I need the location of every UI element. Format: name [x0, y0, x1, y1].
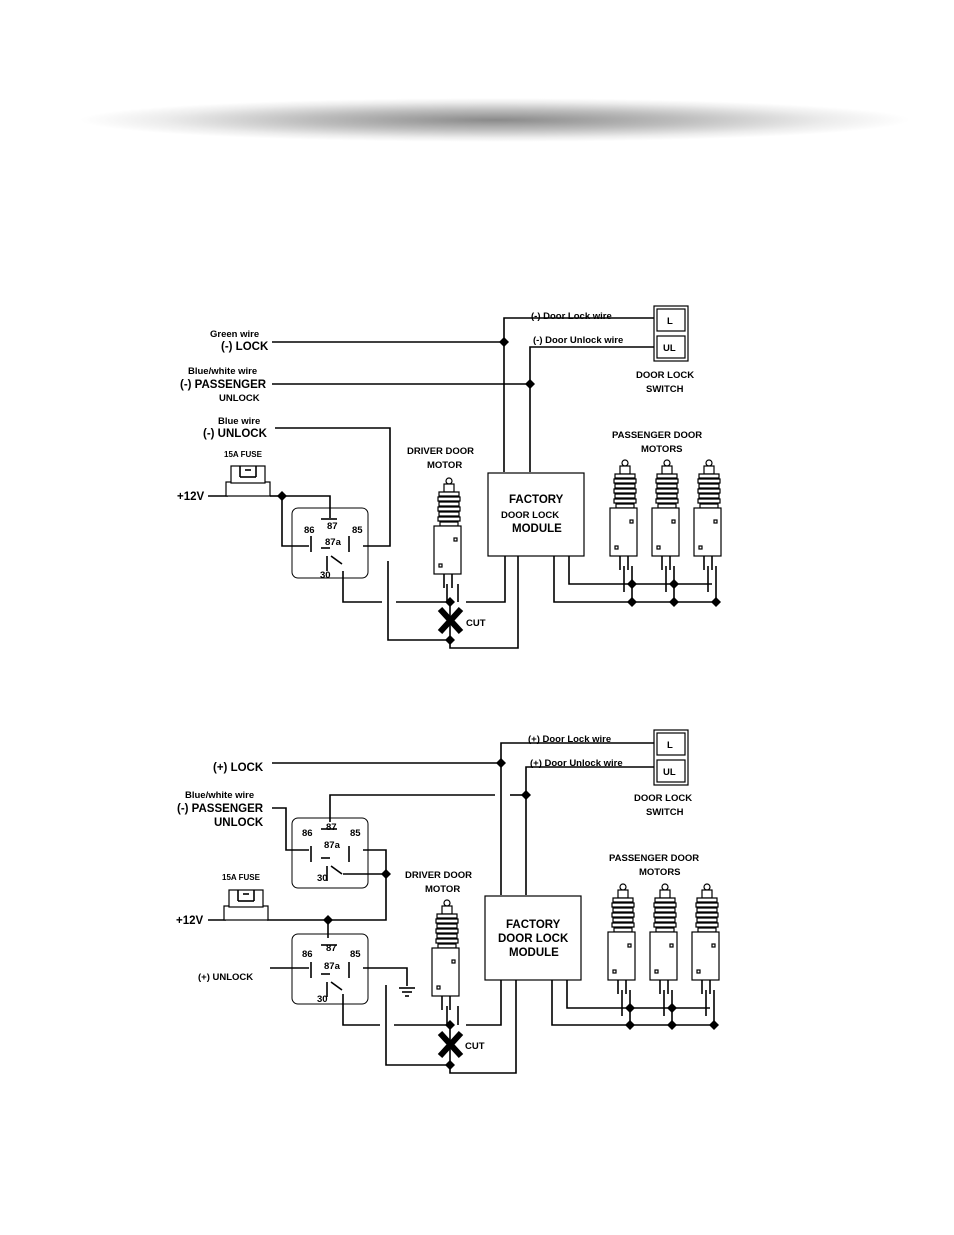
- relay-top-pin-87a: 87a: [324, 840, 341, 851]
- module-label-3: MODULE: [512, 523, 562, 535]
- fuse-icon-2: [223, 889, 269, 921]
- relay-pin-87: 87: [327, 521, 338, 532]
- relay-bottom-pin-87: 87: [326, 943, 337, 954]
- switch-title-1: DOOR LOCK: [636, 370, 694, 381]
- relay-pin-30: 30: [320, 570, 331, 581]
- passenger-motor-2-icon: [651, 459, 680, 571]
- unlock-label: (-) UNLOCK: [203, 428, 268, 440]
- diagram-1: 86 87 85 87a 30 15A FUSE DRIVER DOOR MOT…: [177, 305, 722, 649]
- module-2-label-2: DOOR LOCK: [498, 933, 569, 945]
- switch-2-title-1: DOOR LOCK: [634, 793, 692, 804]
- lock-label-2: (+) LOCK: [213, 762, 264, 774]
- passenger-unlock-label-2: UNLOCK: [214, 817, 264, 829]
- cut-label: CUT: [466, 618, 486, 629]
- green-wire-label: Green wire: [210, 329, 259, 340]
- switch-ul-label: UL: [663, 343, 676, 354]
- switch-2-l-label: L: [667, 740, 673, 751]
- passenger-motor-2-1-icon: [607, 883, 636, 995]
- passenger-motors-label-2: MOTORS: [641, 444, 683, 455]
- driver-motor-label-2: MOTOR: [427, 460, 462, 471]
- passenger-motor-3-icon: [693, 459, 722, 571]
- cut-label-2: CUT: [465, 1041, 485, 1052]
- driver-motor-label-1: DRIVER DOOR: [407, 446, 474, 457]
- driver-motor-label-2a: DRIVER DOOR: [405, 870, 472, 881]
- module-2-label-3: MODULE: [509, 947, 559, 959]
- door-lock-wire-label-2: (+) Door Lock wire: [528, 734, 611, 745]
- passenger-unlock-label: UNLOCK: [219, 393, 260, 404]
- module-2-label-1: FACTORY: [506, 919, 561, 931]
- fuse-label: 15A FUSE: [224, 450, 263, 459]
- passenger-label: (-) PASSENGER: [180, 379, 267, 391]
- driver-door-motor-icon: [433, 477, 462, 589]
- factory-door-lock-module: [487, 472, 585, 557]
- passenger-motors-label-2a: PASSENGER DOOR: [609, 853, 699, 864]
- diagram-2: 86 87 85 87a 30 86 87 85 87a 30 15A FUSE…: [176, 729, 720, 1074]
- relay-pin-85: 85: [352, 525, 363, 536]
- relay-top-pin-85: 85: [350, 828, 361, 839]
- door-unlock-wire-label-2: (+) Door Unlock wire: [530, 758, 623, 769]
- door-unlock-wire-label: (-) Door Unlock wire: [533, 335, 623, 346]
- module-label-2: DOOR LOCK: [501, 510, 559, 521]
- switch-2-ul-label: UL: [663, 767, 676, 778]
- relay-top-pin-87: 87: [326, 822, 337, 833]
- 12v-label: +12V: [177, 491, 205, 503]
- factory-door-lock-module-2: [484, 895, 582, 981]
- door-unlock-wire: [529, 346, 654, 472]
- passenger-motors-label-2b: MOTORS: [639, 867, 681, 878]
- passenger-motor-2-2-icon: [649, 883, 678, 995]
- relay-pin-86: 86: [304, 525, 315, 536]
- relay-top-pin-86: 86: [302, 828, 313, 839]
- relay-bottom-pin-87a: 87a: [324, 961, 341, 972]
- relay-bottom-pin-86: 86: [302, 949, 313, 960]
- header-gradient-bar: [80, 98, 910, 142]
- lock-label: (-) LOCK: [221, 341, 269, 353]
- relay-bottom-pin-85: 85: [350, 949, 361, 960]
- blue-white-wire-label-2: Blue/white wire: [185, 790, 254, 801]
- unlock-label-2: (+) UNLOCK: [198, 972, 253, 983]
- fuse-icon: [225, 465, 271, 497]
- blue-wire-label: Blue wire: [218, 416, 260, 427]
- door-lock-wire: [503, 317, 654, 472]
- door-lock-wire-label: (-) Door Lock wire: [531, 311, 612, 322]
- fuse-label-2: 15A FUSE: [222, 873, 261, 882]
- 12v-label-2: +12V: [176, 915, 204, 927]
- module-label-1: FACTORY: [509, 494, 564, 506]
- passenger-motor-2-3-icon: [691, 883, 720, 995]
- relay-pin-87a: 87a: [325, 537, 342, 548]
- switch-2-title-2: SWITCH: [646, 807, 684, 818]
- passenger-label-2: (-) PASSENGER: [177, 803, 264, 815]
- switch-l-label: L: [667, 316, 673, 327]
- blue-white-wire-label: Blue/white wire: [188, 366, 257, 377]
- driver-door-motor-icon-2: [431, 899, 460, 1011]
- passenger-motor-1-icon: [609, 459, 638, 571]
- passenger-motors-label-1: PASSENGER DOOR: [612, 430, 702, 441]
- driver-motor-label-2b: MOTOR: [425, 884, 460, 895]
- unlock-wire: [275, 427, 391, 547]
- relay-top-pin-30: 30: [317, 873, 328, 884]
- switch-title-2: SWITCH: [646, 384, 684, 395]
- relay-bottom-pin-30: 30: [317, 994, 328, 1005]
